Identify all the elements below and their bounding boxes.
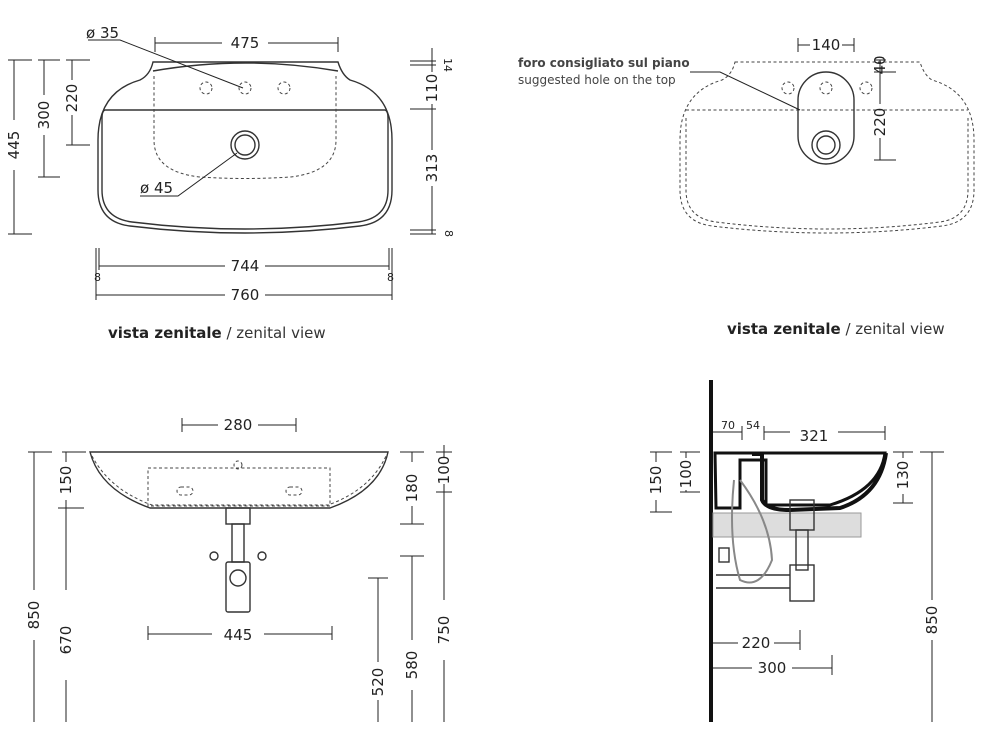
dim-label: 54 (746, 419, 760, 432)
wall (709, 380, 713, 722)
front-view: 280 445 850 150 670 180 100 750 580 520 (25, 416, 453, 722)
note-title: foro consigliato sul piano (518, 56, 690, 70)
dim-label: 850 (25, 601, 43, 630)
note-subtitle: suggested hole on the top (518, 73, 676, 87)
tap-hole (277, 81, 291, 95)
dim-label: 313 (423, 154, 441, 183)
bowl-rim (101, 109, 389, 230)
drain-outer (230, 130, 260, 160)
dim-label: 760 (231, 286, 260, 304)
dim-label: 180 (403, 474, 421, 503)
dim-label: 130 (894, 461, 912, 490)
dim-label: 100 (435, 456, 453, 485)
dim-label: 100 (677, 460, 695, 489)
dim-label: 220 (871, 108, 889, 137)
dim-label: 8 (387, 271, 394, 284)
side-view: 70 54 321 150 100 130 850 220 300 (647, 380, 944, 722)
dim-label: 580 (403, 651, 421, 680)
dim-label: 300 (35, 101, 53, 130)
dim-label: 750 (435, 616, 453, 645)
dim-label: 8 (442, 230, 455, 237)
dim-label: 744 (231, 257, 260, 275)
siphon (225, 561, 251, 613)
dim-label: 475 (231, 34, 260, 52)
basin-front (89, 451, 389, 509)
tap-hole (199, 81, 213, 95)
dim-label: 670 (57, 626, 75, 655)
basin-hidden-outline (679, 61, 975, 234)
dim-label: ø 35 (86, 24, 119, 42)
dim-label: 445 (224, 626, 253, 644)
dim-label: 140 (812, 36, 841, 54)
dim-label: 14 (441, 58, 454, 72)
dim-label: 520 (369, 668, 387, 697)
top-view-left: ø 35 ø 45 475 445 300 220 14 110 313 8 7… (5, 24, 455, 342)
dim-label: 40 (871, 55, 889, 74)
caption-top-right: vista zenitale / zenital view (727, 320, 945, 338)
dim-label: 321 (800, 427, 829, 445)
dim-label: 110 (423, 74, 441, 103)
dim-label: 300 (758, 659, 787, 677)
dim-label: 70 (721, 419, 735, 432)
dim-label: 280 (224, 416, 253, 434)
basin-outline (97, 61, 393, 234)
dim-label: 8 (94, 271, 101, 284)
dim-label: 850 (923, 606, 941, 635)
dim-label: 220 (742, 634, 771, 652)
drain-icon (234, 134, 256, 156)
hose (731, 479, 774, 584)
dim-label: 445 (5, 131, 23, 160)
dim-label: 220 (63, 84, 81, 113)
bowl-hidden-line (153, 76, 337, 179)
countertop (712, 512, 862, 538)
dim-label: 150 (57, 466, 75, 495)
suggested-hole (797, 71, 855, 165)
caption-top-left: vista zenitale / zenital view (108, 324, 326, 342)
drain-fitting (225, 507, 251, 525)
dim-label: 150 (647, 466, 665, 495)
top-view-right: foro consigliato sul piano suggested hol… (518, 36, 975, 338)
tap-hole (238, 81, 252, 95)
dim-label: ø 45 (140, 179, 173, 197)
